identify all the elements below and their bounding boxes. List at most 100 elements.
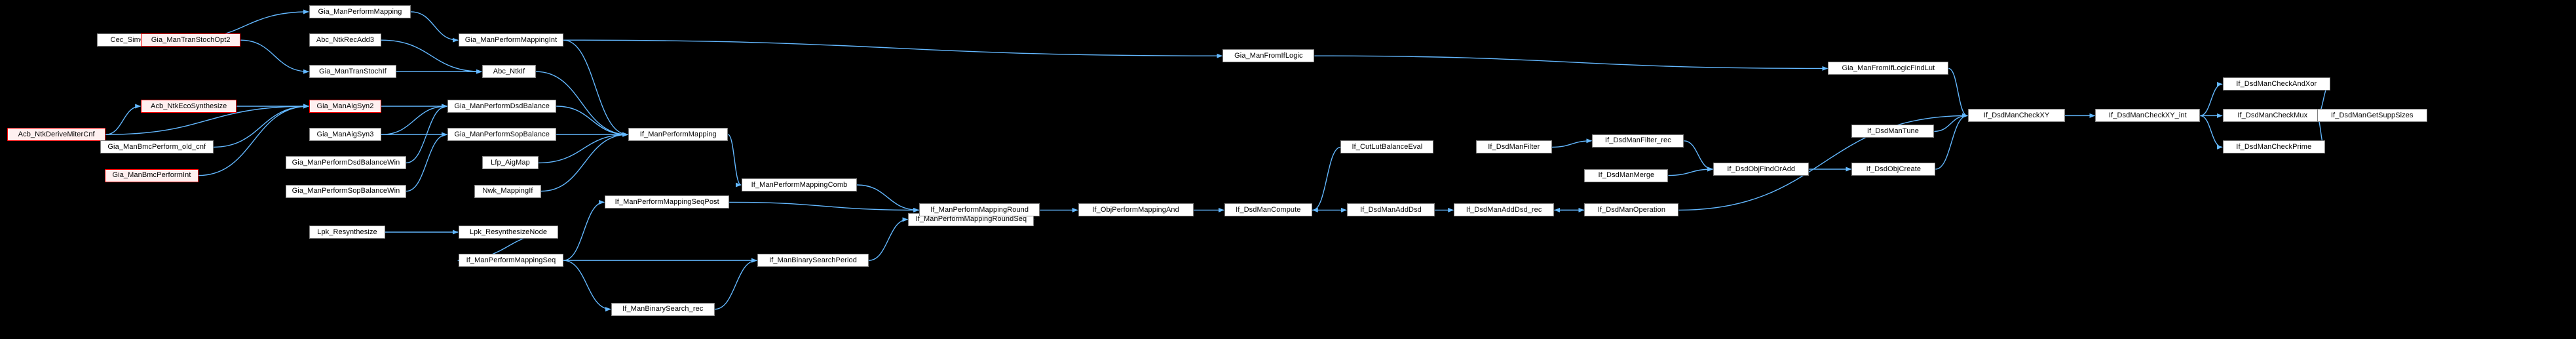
graph-edge	[105, 104, 309, 135]
graph-node-label: Gia_ManPerformMapping	[318, 7, 402, 16]
graph-node-acb-ntkecosynthesize[interactable]: Acb_NtkEcoSynthesize	[141, 100, 237, 113]
graph-node-label: Gia_ManPerformDsdBalanceWin	[292, 158, 400, 167]
graph-node-label: If_DsdObjCreate	[1866, 165, 1922, 173]
graph-edge	[381, 39, 482, 74]
graph-node-if-manperformmappingseqpost[interactable]: If_ManPerformMappingSeqPost	[605, 195, 730, 209]
graph-node-if-dsdmantune[interactable]: If_DsdManTune	[1851, 125, 1935, 138]
graph-node-gia-manbmcperform-old-cnf[interactable]: Gia_ManBmcPerform_old_cnf	[100, 140, 214, 154]
graph-node-lfp-aigmap[interactable]: Lfp_AigMap	[482, 156, 539, 170]
graph-edge	[1948, 68, 1968, 118]
graph-node-label: Gia_ManPerformMappingInt	[464, 35, 558, 44]
graph-edge	[410, 11, 459, 43]
graph-node-if-manbinarysearchperiod[interactable]: If_ManBinarySearchPeriod	[757, 254, 869, 268]
graph-node-label: Nwk_MappingIf	[482, 187, 533, 195]
graph-node-if-dsdmanadddsd[interactable]: If_DsdManAddDsd	[1347, 203, 1435, 217]
graph-edge	[727, 134, 742, 188]
graph-node-gia-manfromiflogic[interactable]: Gia_ManFromIfLogic	[1222, 49, 1315, 63]
graph-node-label: If_CutLutBalanceEval	[1352, 142, 1423, 151]
graph-node-label: Abc_NtkRecAdd3	[316, 35, 375, 44]
graph-node-label: Lfp_AigMap	[491, 158, 530, 167]
graph-node-label: If_DsdManFilter	[1488, 142, 1540, 151]
graph-node-label: If_ManPerformMappingSeqPost	[615, 197, 719, 206]
graph-node-abc-ntkrecadd3[interactable]: Abc_NtkRecAdd3	[309, 33, 381, 47]
graph-node-label: If_ManPerformMappingRoundSeq	[915, 215, 1027, 224]
graph-node-label: Lpk_ResynthesizeNode	[469, 228, 548, 236]
graph-node-lpk-resynthesize[interactable]: Lpk_Resynthesize	[309, 226, 385, 239]
graph-node-if-manperformmappingseq[interactable]: If_ManPerformMappingSeq	[459, 254, 563, 268]
graph-node-gia-manperformsopbalance[interactable]: Gia_ManPerformSopBalance	[447, 128, 557, 142]
graph-node-gia-manaigsyn3[interactable]: Gia_ManAigSyn3	[309, 128, 381, 142]
graph-edge	[1314, 55, 1828, 71]
graph-edge	[856, 184, 920, 212]
graph-node-gia-manperformmappingint[interactable]: Gia_ManPerformMappingInt	[459, 33, 563, 47]
graph-node-if-dsdmanmerge[interactable]: If_DsdManMerge	[1584, 169, 1669, 182]
graph-node-if-manperformmappingcomb[interactable]: If_ManPerformMappingComb	[742, 178, 857, 191]
graph-edge	[563, 39, 1223, 58]
graph-edge	[198, 104, 309, 176]
graph-edge	[406, 132, 448, 192]
graph-edge	[535, 71, 629, 137]
graph-node-if-dsdmanadddsd-rec[interactable]: If_DsdManAddDsd_rec	[1454, 203, 1555, 217]
graph-node-if-manperformmappinground[interactable]: If_ManPerformMappingRound	[919, 203, 1040, 217]
graph-node-if-dsdmancheckandxor[interactable]: If_DsdManCheckAndXor	[2222, 77, 2330, 91]
graph-node-label: If_ManBinarySearchPeriod	[769, 256, 857, 264]
graph-edge	[105, 104, 142, 135]
graph-node-label: If_ManPerformMapping	[639, 130, 717, 138]
graph-node-if-dsdmancheckmux[interactable]: If_DsdManCheckMux	[2222, 109, 2322, 123]
graph-node-if-dsdmancheckprime[interactable]: If_DsdManCheckPrime	[2222, 140, 2325, 154]
graph-edge	[556, 106, 629, 137]
graph-node-label: Lpk_Resynthesize	[317, 228, 377, 236]
graph-node-label: Gia_ManBmcPerformInt	[112, 171, 191, 180]
graph-node-if-dsdmanfilter[interactable]: If_DsdManFilter	[1475, 140, 1552, 154]
graph-node-lpk-resynthesizenode[interactable]: Lpk_ResynthesizeNode	[459, 226, 558, 239]
graph-node-label: If_DsdManTune	[1866, 127, 1919, 135]
graph-node-label: If_DsdManCheckXY	[1983, 111, 2050, 119]
graph-node-gia-mantranstochif[interactable]: Gia_ManTranStochIf	[309, 65, 396, 79]
graph-node-label: If_ManPerformMappingComb	[751, 180, 848, 189]
graph-node-if-manperformmapping[interactable]: If_ManPerformMapping	[628, 128, 729, 142]
graph-edge	[563, 199, 605, 261]
graph-node-gia-manfromiflogicfindlut[interactable]: Gia_ManFromIfLogicFindLut	[1828, 62, 1949, 75]
graph-node-gia-manbmcperformint[interactable]: Gia_ManBmcPerformInt	[105, 169, 199, 182]
graph-node-if-dsdmanoperation[interactable]: If_DsdManOperation	[1584, 203, 1679, 217]
graph-edge	[381, 104, 448, 135]
graph-node-acb-ntkderivemitercnf[interactable]: Acb_NtkDeriveMiterCnf	[7, 128, 106, 142]
graph-node-label: If_ManPerformMappingRound	[930, 205, 1029, 214]
graph-node-label: If_DsdManCheckMux	[2237, 111, 2308, 119]
graph-node-if-dsdmanfilter-rec[interactable]: If_DsdManFilter_rec	[1592, 134, 1684, 148]
graph-edge	[868, 217, 909, 261]
graph-node-if-dsdmangetsuppsizes[interactable]: If_DsdManGetSuppSizes	[2317, 109, 2427, 123]
graph-node-if-objperformmappingand[interactable]: If_ObjPerformMappingAnd	[1078, 203, 1194, 217]
graph-node-gia-manperformdsdbalance[interactable]: Gia_ManPerformDsdBalance	[447, 100, 557, 113]
graph-edge	[563, 260, 611, 312]
graph-node-if-dsdmancheckxy-int[interactable]: If_DsdManCheckXY_int	[2095, 109, 2201, 123]
graph-edge	[2200, 81, 2223, 117]
graph-edge	[540, 132, 629, 192]
graph-edge	[1678, 113, 1968, 211]
graph-node-label: If_ManBinarySearch_rec	[622, 305, 704, 313]
graph-edge	[1668, 167, 1714, 176]
graph-node-if-dsdobjcreate[interactable]: If_DsdObjCreate	[1851, 163, 1936, 176]
graph-edge	[563, 39, 629, 137]
graph-node-nwk-mappingif[interactable]: Nwk_MappingIf	[474, 184, 541, 198]
graph-edge	[538, 132, 629, 164]
graph-node-label: If_DsdManCheckPrime	[2236, 142, 2312, 151]
graph-node-gia-manperformmapping[interactable]: Gia_ManPerformMapping	[309, 5, 411, 18]
graph-node-label: Gia_ManBmcPerform_old_cnf	[107, 142, 206, 151]
graph-node-gia-mantranstochopt2[interactable]: Gia_ManTranStochOpt2	[141, 33, 241, 47]
graph-node-if-dsdmancheckxy[interactable]: If_DsdManCheckXY	[1968, 109, 2065, 123]
graph-node-abc-ntkif[interactable]: Abc_NtkIf	[482, 65, 536, 79]
graph-node-if-cutlutbalanceeval[interactable]: If_CutLutBalanceEval	[1340, 140, 1434, 154]
graph-edge	[729, 201, 920, 212]
graph-node-gia-manperformdsdbalancewin[interactable]: Gia_ManPerformDsdBalanceWin	[286, 156, 406, 170]
graph-node-gia-manaigsyn2[interactable]: Gia_ManAigSyn2	[309, 100, 381, 113]
graph-node-label: Gia_ManTranStochOpt2	[151, 35, 231, 44]
graph-node-if-dsdmancompute[interactable]: If_DsdManCompute	[1224, 203, 1312, 217]
graph-node-label: Abc_NtkIf	[493, 67, 525, 75]
graph-node-if-manbinarysearch-rec[interactable]: If_ManBinarySearch_rec	[611, 302, 715, 316]
graph-node-if-dsdobjfindoradd[interactable]: If_DsdObjFindOrAdd	[1713, 163, 1809, 176]
graph-edge	[714, 258, 757, 310]
graph-node-gia-manperformsopbalancewin[interactable]: Gia_ManPerformSopBalanceWin	[286, 184, 406, 198]
graph-node-label: If_DsdManCheckXY_int	[2109, 111, 2187, 119]
